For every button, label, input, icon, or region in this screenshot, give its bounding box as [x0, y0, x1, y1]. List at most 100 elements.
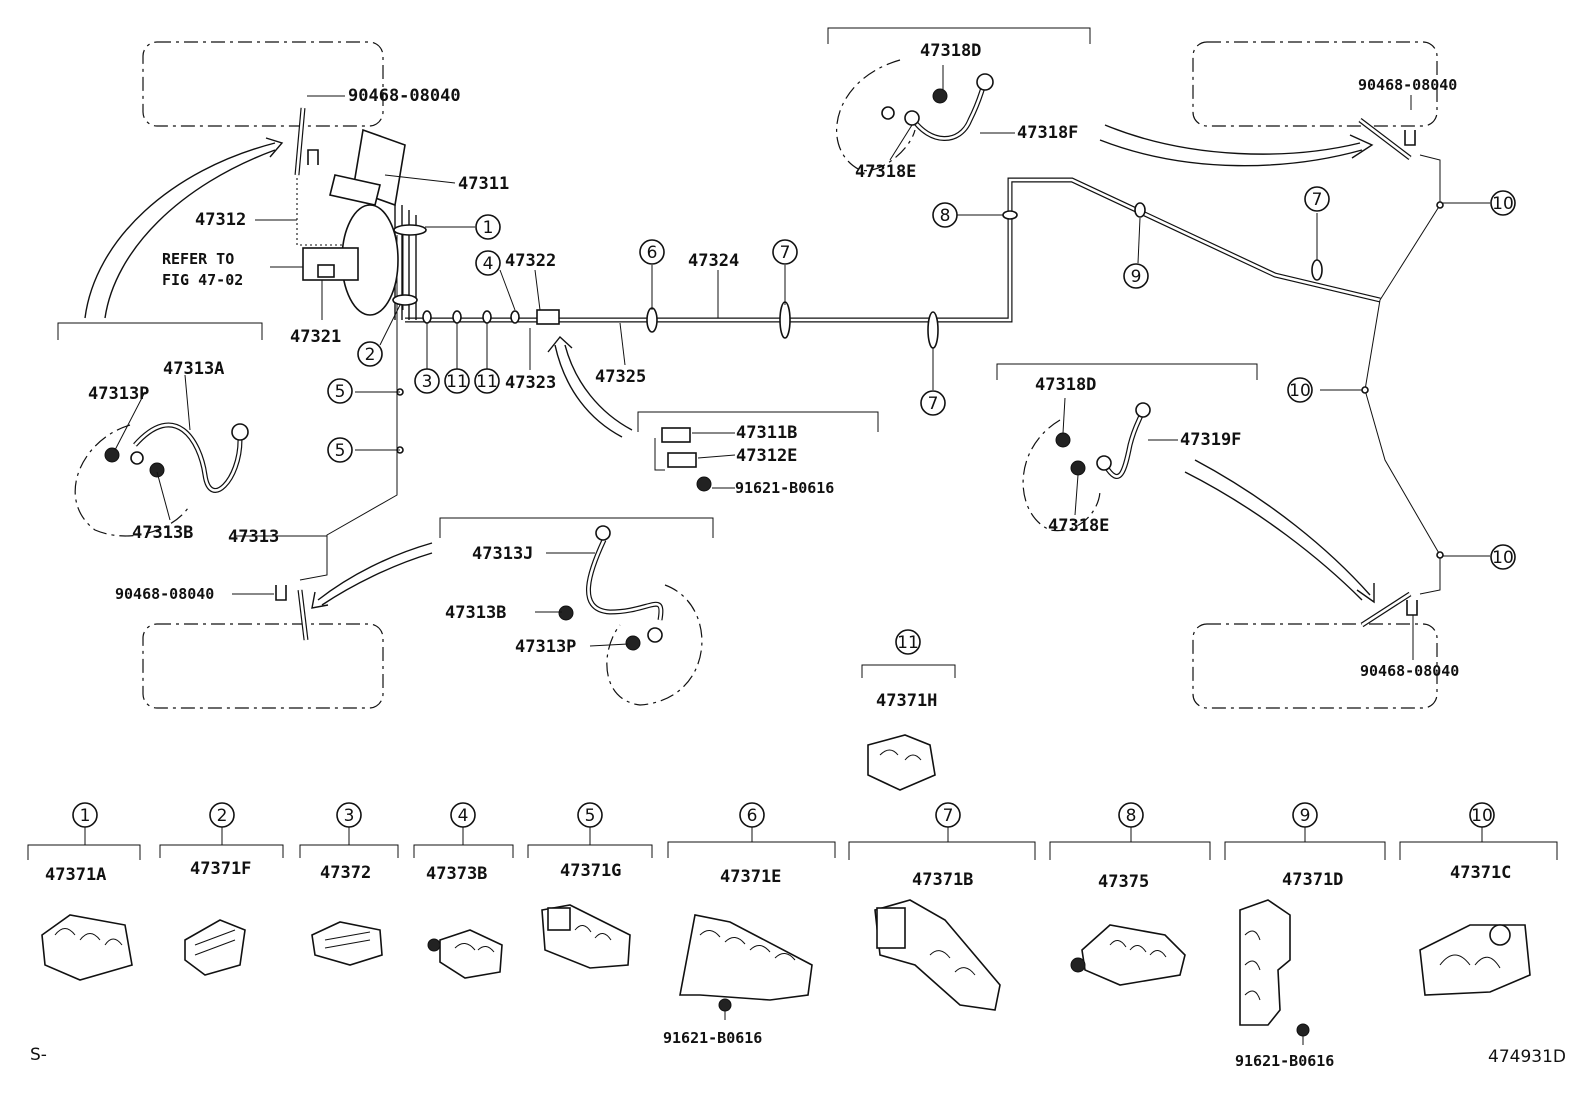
label-47313P-left: 47313P: [88, 384, 149, 404]
callout-2: 2: [357, 341, 383, 367]
callout-9: 9: [1123, 263, 1149, 289]
clamp-item-2: 2 47371F: [159, 802, 284, 976]
clamp-item-9: 9 47371D 91621-B0616: [1224, 802, 1386, 1070]
rear-left-wheel-outline: [142, 623, 384, 709]
svg-text:7: 7: [928, 394, 939, 414]
clamp-item-5: 5 47371G: [527, 802, 653, 969]
callout-8: 8: [932, 202, 958, 228]
svg-text:11: 11: [476, 372, 498, 392]
hose-detail-front-left: [74, 422, 249, 537]
label-90468-rear-right: 90468-08040: [1360, 662, 1459, 680]
footer-right: 474931D: [1488, 1047, 1566, 1067]
clamp-item-1: 1 47371A: [27, 802, 141, 981]
footer-left: S-: [30, 1045, 47, 1065]
svg-text:5: 5: [585, 806, 596, 826]
svg-text:2: 2: [217, 806, 228, 826]
svg-text:11: 11: [897, 633, 919, 653]
tube-clamp-markers: [396, 201, 1444, 559]
hose-detail-front-right: [836, 59, 994, 172]
bracket-hardware: [654, 427, 712, 492]
svg-text:10: 10: [1492, 194, 1514, 214]
clamp-item-3: 3 47372: [299, 802, 399, 966]
svg-text:47371D: 47371D: [1282, 870, 1343, 890]
label-47313J: 47313J: [472, 544, 533, 564]
front-right-wheel-outline: [1192, 41, 1438, 127]
label-refer-to: REFER TO: [162, 250, 234, 268]
clamp-item-7: 7 47371B: [848, 802, 1036, 1011]
svg-text:47371E: 47371E: [720, 867, 781, 887]
clamp-47371H-drawing: [867, 734, 936, 791]
svg-text:7: 7: [943, 806, 954, 826]
clamp-item-6: 6 47371E 91621-B0616: [663, 802, 836, 1047]
svg-text:7: 7: [780, 243, 791, 263]
svg-text:8: 8: [940, 206, 951, 226]
hose-detail-rear-right: [1022, 402, 1151, 532]
callout-3: 3: [414, 368, 440, 394]
label-47318D-top: 47318D: [920, 41, 981, 61]
callout-11-c: 11: [895, 629, 921, 655]
label-47323: 47323: [505, 373, 556, 393]
label-91621-clamp-6: 91621-B0616: [663, 1029, 762, 1047]
svg-text:9: 9: [1131, 267, 1142, 287]
callout-7-b: 7: [920, 390, 946, 416]
label-47318E-mid: 47318E: [1048, 516, 1109, 536]
clamp-item-10: 10 47371C: [1399, 802, 1558, 996]
svg-text:47371F: 47371F: [190, 859, 251, 879]
svg-text:7: 7: [1312, 190, 1323, 210]
svg-text:47372: 47372: [320, 863, 371, 883]
svg-text:47371G: 47371G: [560, 861, 621, 881]
label-91621-clamp-9: 91621-B0616: [1235, 1052, 1334, 1070]
label-47324: 47324: [688, 251, 739, 271]
svg-text:1: 1: [80, 806, 91, 826]
svg-text:6: 6: [647, 243, 658, 263]
svg-text:47371C: 47371C: [1450, 863, 1511, 883]
svg-text:10: 10: [1471, 806, 1493, 826]
label-47311B: 47311B: [736, 423, 797, 443]
svg-text:2: 2: [365, 345, 376, 365]
callout-7-c: 7: [1304, 186, 1330, 212]
callout-markers: 1 2 3 11 11 4 5 5 6 7 7 7 8 9 10 10 10 1…: [327, 186, 1516, 655]
callout-11-a: 11: [444, 368, 470, 394]
label-47312: 47312: [195, 210, 246, 230]
label-90468-front-left: 90468-08040: [348, 86, 461, 106]
svg-text:9: 9: [1300, 806, 1311, 826]
callout-6: 6: [639, 239, 665, 265]
label-91621-center: 91621-B0616: [735, 479, 834, 497]
master-cylinder-assembly: [302, 128, 427, 316]
callout-10-b: 10: [1287, 377, 1313, 403]
svg-text:8: 8: [1126, 806, 1137, 826]
svg-text:5: 5: [335, 441, 346, 461]
front-left-wheel-outline: [142, 41, 384, 127]
label-47313A: 47313A: [163, 359, 224, 379]
svg-text:6: 6: [747, 806, 758, 826]
label-47321: 47321: [290, 327, 341, 347]
svg-text:10: 10: [1289, 381, 1311, 401]
svg-text:11: 11: [446, 372, 468, 392]
label-47371H: 47371H: [876, 691, 937, 711]
clamp-catalog-row: 1 47371A 2 47371F 3 47372 4: [27, 802, 1558, 1070]
callout-7-a: 7: [772, 239, 798, 265]
clamp-item-8: 8 47375: [1049, 802, 1211, 986]
wheel-hose-ends: [275, 107, 1418, 641]
label-47319F: 47319F: [1180, 430, 1241, 450]
callout-5-a: 5: [327, 378, 353, 404]
label-47311: 47311: [458, 174, 509, 194]
label-47313B-center: 47313B: [445, 603, 506, 623]
group-brackets: [57, 27, 1258, 678]
label-47313B-left: 47313B: [132, 523, 193, 543]
svg-text:4: 4: [483, 254, 494, 274]
flow-arrows: [84, 124, 1375, 609]
callout-11-b: 11: [474, 368, 500, 394]
svg-text:3: 3: [344, 806, 355, 826]
clamp-item-4: 4 47373B: [413, 802, 514, 979]
label-47318E-top: 47318E: [855, 162, 916, 182]
callout-1: 1: [475, 214, 501, 240]
svg-text:47371B: 47371B: [912, 870, 973, 890]
callout-10-c: 10: [1490, 544, 1516, 570]
label-47312E: 47312E: [736, 446, 797, 466]
svg-text:5: 5: [335, 382, 346, 402]
svg-text:47375: 47375: [1098, 872, 1149, 892]
label-90468-rear-left: 90468-08040: [115, 585, 214, 603]
callout-10-a: 10: [1490, 190, 1516, 216]
